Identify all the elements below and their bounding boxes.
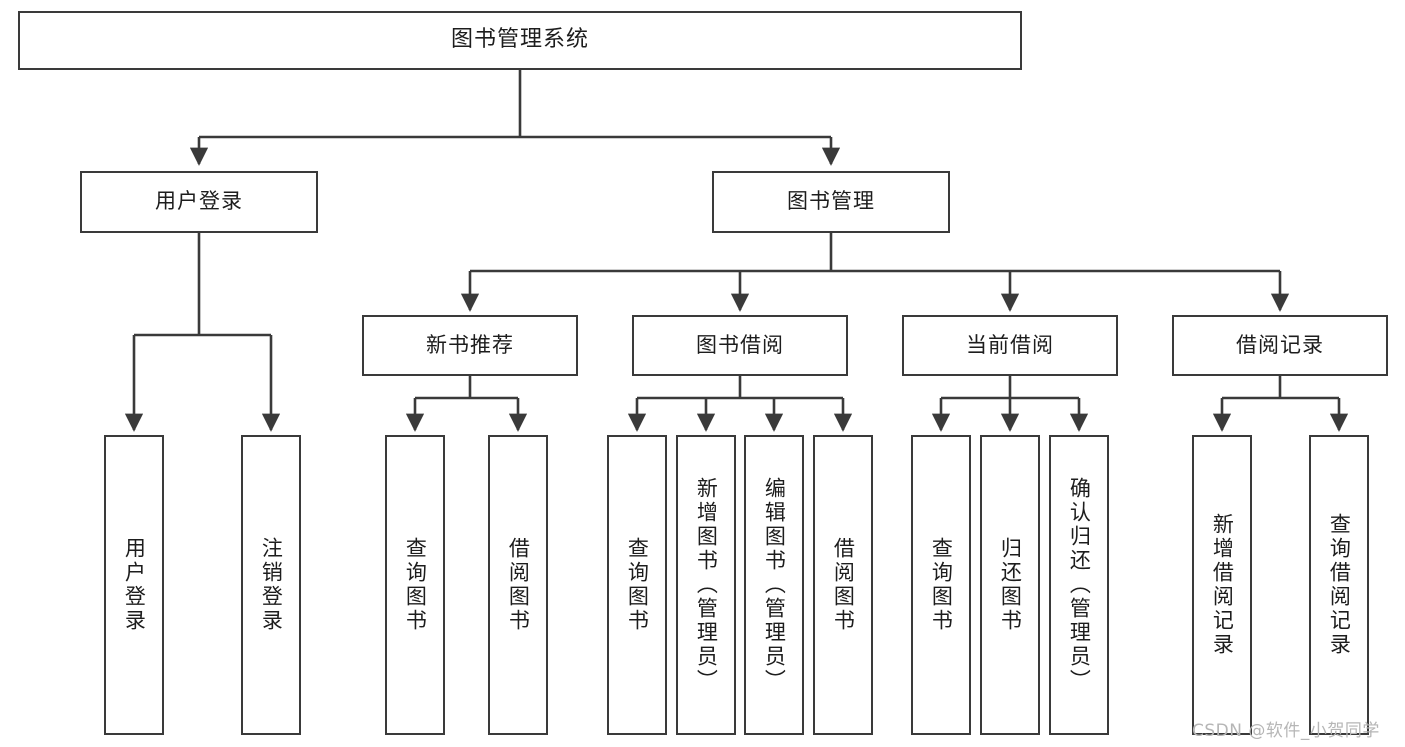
node-root[interactable]: 图书管理系统 xyxy=(18,11,1022,70)
node-book-manage[interactable]: 图书管理 xyxy=(712,171,950,233)
node-borrow-record-label: 借阅记录 xyxy=(1236,332,1324,357)
leaf-book-borrow-borrow-book[interactable]: 借阅图书 xyxy=(813,435,873,735)
node-new-book-recommend[interactable]: 新书推荐 xyxy=(362,315,578,376)
leaf-new-book-query-book[interactable]: 查询图书 xyxy=(385,435,445,735)
leaf-label: 借阅图书 xyxy=(831,537,856,633)
node-book-manage-label: 图书管理 xyxy=(787,189,875,214)
leaf-book-borrow-query-book[interactable]: 查询图书 xyxy=(607,435,667,735)
leaf-user-login-login[interactable]: 用户登录 xyxy=(104,435,164,735)
leaf-label: 用户登录 xyxy=(122,537,147,633)
leaf-label: 查询图书 xyxy=(625,537,650,633)
leaf-label: 确认归还（管理员） xyxy=(1067,477,1092,693)
node-user-login-label: 用户登录 xyxy=(155,189,243,214)
node-book-borrow[interactable]: 图书借阅 xyxy=(632,315,848,376)
leaf-label: 新增借阅记录 xyxy=(1210,513,1235,657)
leaf-book-borrow-add-book[interactable]: 新增图书（管理员） xyxy=(676,435,736,735)
leaf-label: 查询借阅记录 xyxy=(1327,513,1352,657)
leaf-current-borrow-confirm-return[interactable]: 确认归还（管理员） xyxy=(1049,435,1109,735)
watermark: CSDN @软件_小贺同学 xyxy=(1192,721,1380,741)
leaf-label: 查询图书 xyxy=(929,537,954,633)
leaf-label: 查询图书 xyxy=(403,537,428,633)
node-user-login[interactable]: 用户登录 xyxy=(80,171,318,233)
leaf-book-borrow-edit-book[interactable]: 编辑图书（管理员） xyxy=(744,435,804,735)
leaf-label: 新增图书（管理员） xyxy=(694,477,719,693)
leaf-current-borrow-query-book[interactable]: 查询图书 xyxy=(911,435,971,735)
leaf-label: 归还图书 xyxy=(998,537,1023,633)
leaf-new-book-borrow-book[interactable]: 借阅图书 xyxy=(488,435,548,735)
leaf-label: 注销登录 xyxy=(259,537,284,633)
node-current-borrow-label: 当前借阅 xyxy=(966,332,1054,357)
leaf-label: 借阅图书 xyxy=(506,537,531,633)
node-current-borrow[interactable]: 当前借阅 xyxy=(902,315,1118,376)
leaf-label: 编辑图书（管理员） xyxy=(762,477,787,693)
leaf-borrow-record-query-record[interactable]: 查询借阅记录 xyxy=(1309,435,1369,735)
leaf-current-borrow-return-book[interactable]: 归还图书 xyxy=(980,435,1040,735)
node-new-book-recommend-label: 新书推荐 xyxy=(426,332,514,357)
node-root-label: 图书管理系统 xyxy=(450,27,589,53)
node-book-borrow-label: 图书借阅 xyxy=(696,332,784,357)
node-borrow-record[interactable]: 借阅记录 xyxy=(1172,315,1388,376)
leaf-user-login-logout[interactable]: 注销登录 xyxy=(241,435,301,735)
leaf-borrow-record-add-record[interactable]: 新增借阅记录 xyxy=(1192,435,1252,735)
